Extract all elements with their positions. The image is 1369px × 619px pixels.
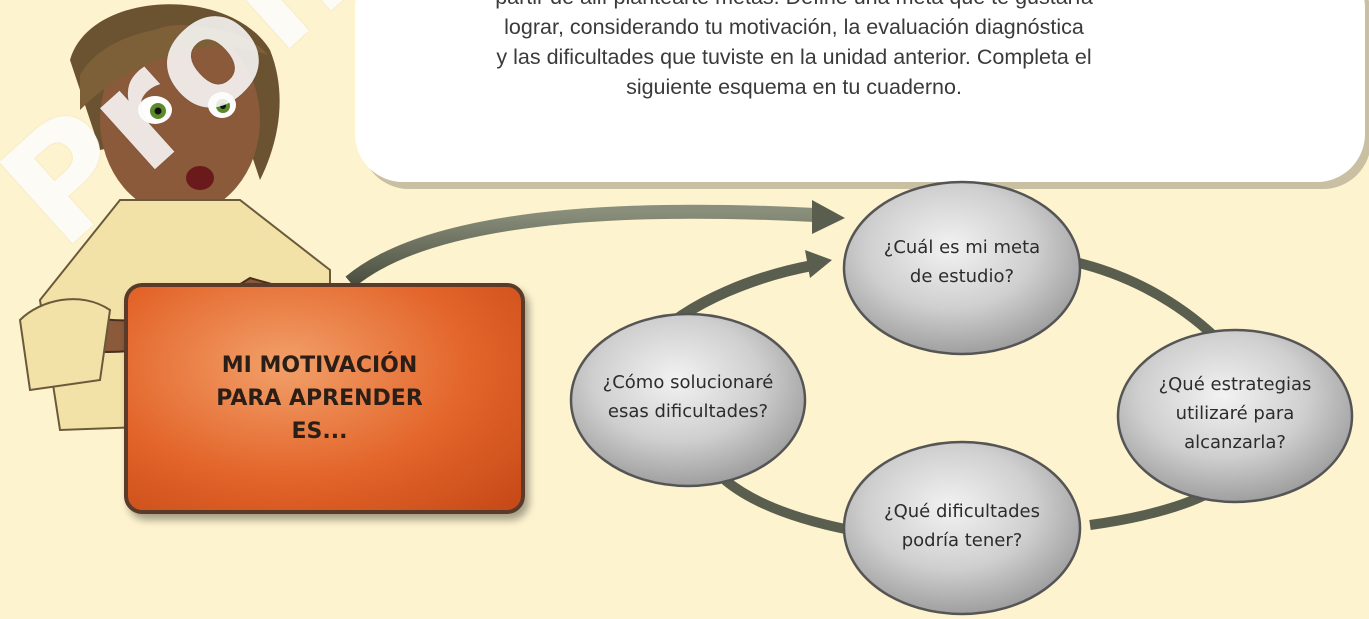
strategies-line-3: alcanzarla? — [1184, 432, 1286, 453]
motivation-text: MI MOTIVACIÓN PARA APRENDER ES... — [190, 349, 450, 448]
motivation-box: MI MOTIVACIÓN PARA APRENDER ES... — [124, 283, 525, 514]
node-goal-label: ¿Cuál es mi meta de estudio? — [854, 233, 1070, 291]
strategies-line-2: utilizaré para — [1175, 403, 1295, 424]
connector-difficulties-solutions — [721, 476, 851, 535]
node-difficulties-label: ¿Qué dificultades podría tener? — [852, 497, 1072, 555]
speech-bubble — [355, 0, 1365, 182]
solutions-line-2: esas dificultades? — [607, 401, 769, 422]
difficulties-line-1: ¿Qué dificultades — [884, 501, 1040, 522]
arrow-motivation-to-goal — [345, 200, 845, 288]
node-solutions-label: ¿Cómo solucionaré esas dificultades? — [578, 368, 798, 426]
motivation-line-3: ES... — [291, 419, 348, 444]
instruction-line-4: siguiente esquema en tu cuaderno. — [626, 75, 962, 99]
goal-line-2: de estudio? — [909, 266, 1015, 287]
instruction-text: partir de allí plantearte metas. Define … — [390, 0, 1198, 102]
node-strategies — [1116, 328, 1354, 504]
instruction-line-1: partir de allí plantearte metas. Define … — [390, 0, 1198, 12]
node-goal — [842, 180, 1082, 356]
solutions-line-1: ¿Cómo solucionaré — [602, 372, 774, 393]
node-difficulties — [842, 440, 1082, 616]
node-solutions — [569, 312, 807, 488]
difficulties-line-2: podría tener? — [901, 530, 1023, 551]
strategies-line-1: ¿Qué estrategias — [1158, 374, 1312, 395]
motivation-line-2: PARA APRENDER — [216, 386, 423, 411]
goal-line-1: ¿Cuál es mi meta — [883, 237, 1041, 258]
node-strategies-label: ¿Qué estrategias utilizaré para alcanzar… — [1125, 370, 1345, 457]
instruction-line-3: y las dificultades que tuviste en la uni… — [496, 45, 1092, 69]
instruction-line-2: lograr, considerando tu motivación, la e… — [504, 15, 1084, 39]
motivation-line-1: MI MOTIVACIÓN — [221, 353, 418, 378]
